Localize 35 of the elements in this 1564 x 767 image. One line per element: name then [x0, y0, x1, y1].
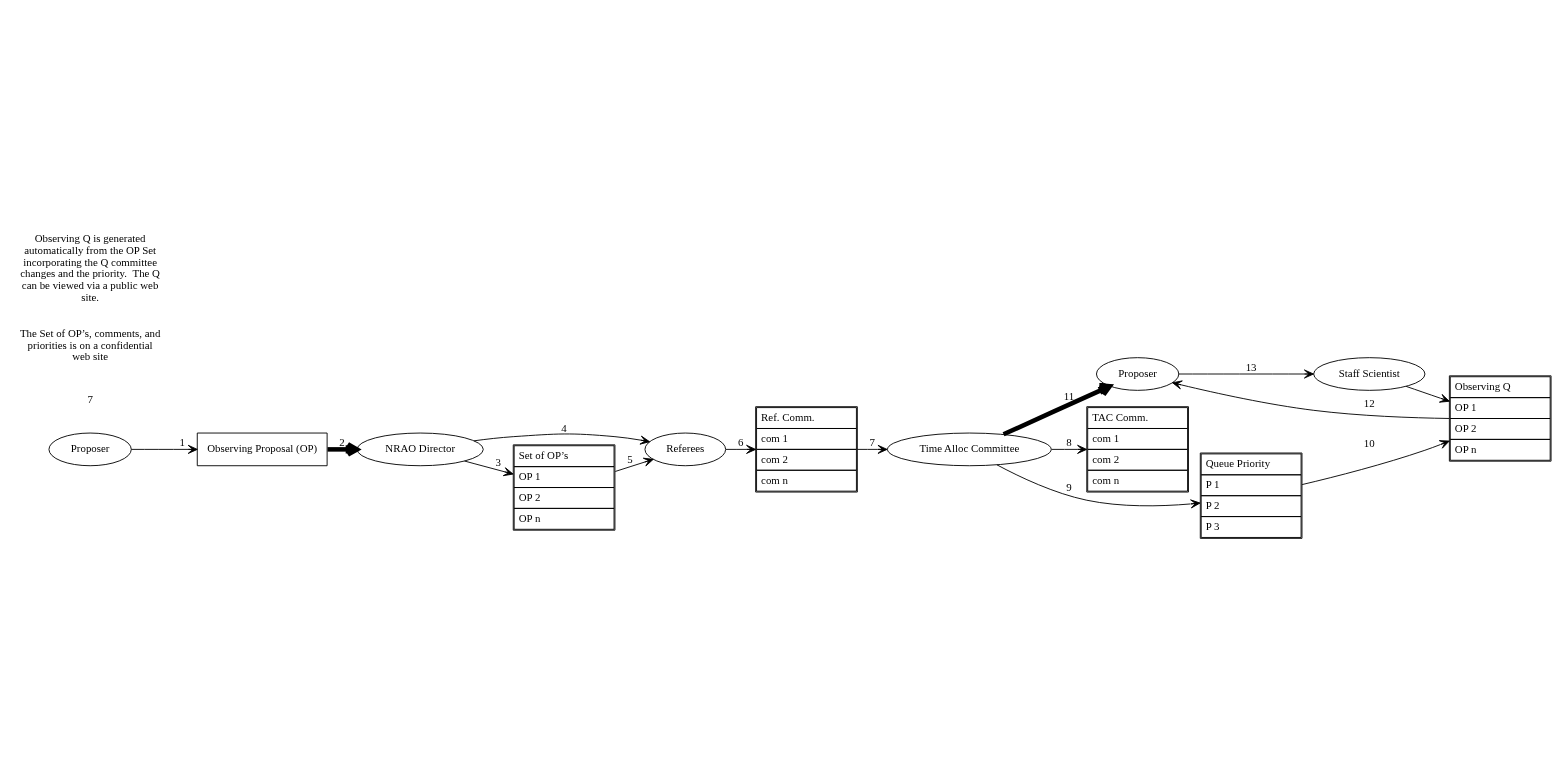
arrow	[1172, 379, 1450, 419]
edge-label: 13	[1245, 360, 1257, 373]
edge-label: 5	[627, 452, 633, 465]
arrow	[1405, 385, 1450, 403]
node-ellipse: Time Alloc Committee	[887, 432, 1052, 466]
arrow	[1301, 439, 1450, 485]
edge-label: 10	[1363, 436, 1375, 449]
arrow	[725, 444, 757, 454]
edge-label: 11	[1063, 389, 1075, 402]
edge-label: 3	[495, 455, 501, 468]
arrow	[1002, 382, 1113, 436]
node-ellipse: Staff Scientist	[1313, 356, 1426, 391]
arrow	[614, 457, 654, 472]
arrow	[857, 444, 888, 454]
edge-label: 8	[1066, 435, 1072, 448]
node-box: Observing Proposal (OP)	[196, 432, 328, 466]
node-ellipse: Proposer	[1096, 356, 1180, 391]
edge-label: 7	[869, 435, 876, 448]
label: Observing Q is generated automatically from the OP Set incorporating the Q committee changes and the priority. The Q can be viewed via a public web site.	[20, 231, 160, 303]
edge-label: 2	[339, 435, 345, 448]
node-ellipse: NRAO Director	[356, 432, 484, 466]
arrow	[1051, 444, 1088, 454]
label: The Set of OP’s, comments, and priorities is on a confidential web site	[19, 326, 161, 362]
edge-label: 12	[1363, 396, 1375, 409]
arrow	[1178, 368, 1314, 379]
arrow	[996, 463, 1201, 508]
edge-label: 9	[1066, 480, 1072, 493]
edge-label: 1	[179, 435, 185, 448]
edge-label: 6	[737, 435, 744, 448]
edge-label: 4	[561, 421, 567, 434]
label: 7	[87, 392, 93, 405]
arrow	[464, 460, 514, 476]
arrow	[130, 444, 198, 454]
node-ellipse: Proposer	[48, 432, 132, 466]
arrow	[473, 433, 651, 445]
